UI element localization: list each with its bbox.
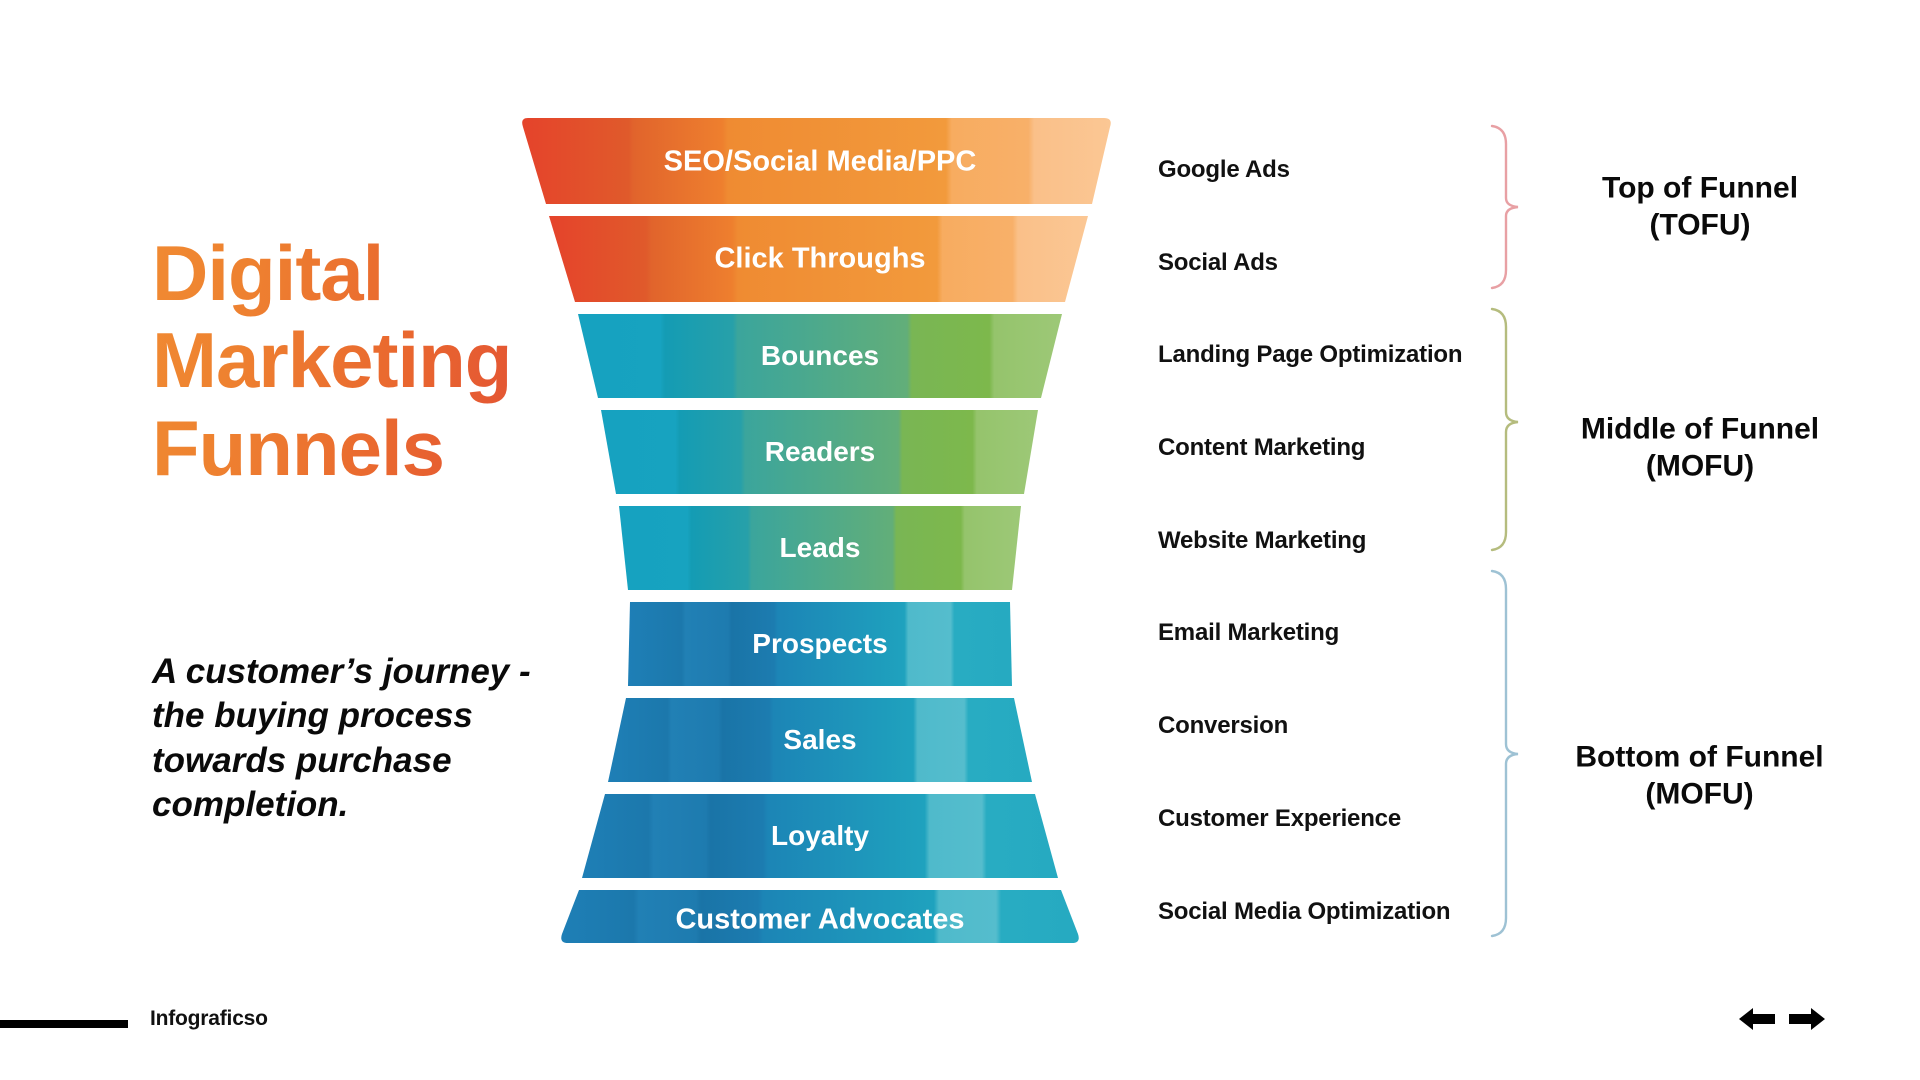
title-block: Digital Marketing Funnels bbox=[152, 229, 582, 492]
channel-label: Content Marketing bbox=[1158, 434, 1366, 461]
stage-label-line1: Top of Funnel bbox=[1601, 171, 1799, 205]
footer-brand-label: Infograficso bbox=[150, 1007, 268, 1030]
channel-label: Email Marketing bbox=[1158, 619, 1340, 646]
channel-label: Social Media Optimization bbox=[1158, 898, 1451, 925]
navigation-arrows[interactable] bbox=[1739, 1006, 1825, 1032]
funnel-diagram: SEO/Social Media/PPC Click Throughs Boun… bbox=[520, 118, 1120, 943]
funnel-shapes bbox=[522, 118, 1111, 943]
channel-label: Social Ads bbox=[1158, 249, 1278, 276]
brace-shapes bbox=[1490, 124, 1519, 938]
channel-label: Customer Experience bbox=[1158, 805, 1401, 832]
subtitle-text: A customer’s journey - the buying proces… bbox=[152, 652, 531, 825]
stage-label-mofu: Middle of Funnel (MOFU) bbox=[1545, 411, 1855, 484]
stage-label-line1: Middle of Funnel bbox=[1580, 412, 1820, 446]
channel-label: Conversion bbox=[1158, 712, 1289, 739]
channel-label: Landing Page Optimization bbox=[1158, 341, 1463, 368]
stage-label-line2: (TOFU) bbox=[1649, 208, 1751, 241]
arrow-right-icon[interactable] bbox=[1785, 1006, 1825, 1032]
stage-label-line1: Bottom of Funnel bbox=[1575, 740, 1824, 774]
stage-braces bbox=[1470, 110, 1540, 950]
channel-label: Google Ads bbox=[1158, 156, 1290, 183]
arrow-left-icon[interactable] bbox=[1739, 1006, 1779, 1032]
page-title: Digital Marketing Funnels bbox=[152, 229, 582, 492]
channel-label: Website Marketing bbox=[1158, 527, 1367, 554]
stage-label-bofu: Bottom of Funnel (MOFU) bbox=[1542, 739, 1857, 812]
stage-label-line2: (MOFU) bbox=[1645, 449, 1755, 482]
footer-accent-bar bbox=[0, 1020, 128, 1028]
stage-label-tofu: Top of Funnel (TOFU) bbox=[1555, 170, 1845, 243]
stage-label-line2: (MOFU) bbox=[1645, 777, 1754, 810]
